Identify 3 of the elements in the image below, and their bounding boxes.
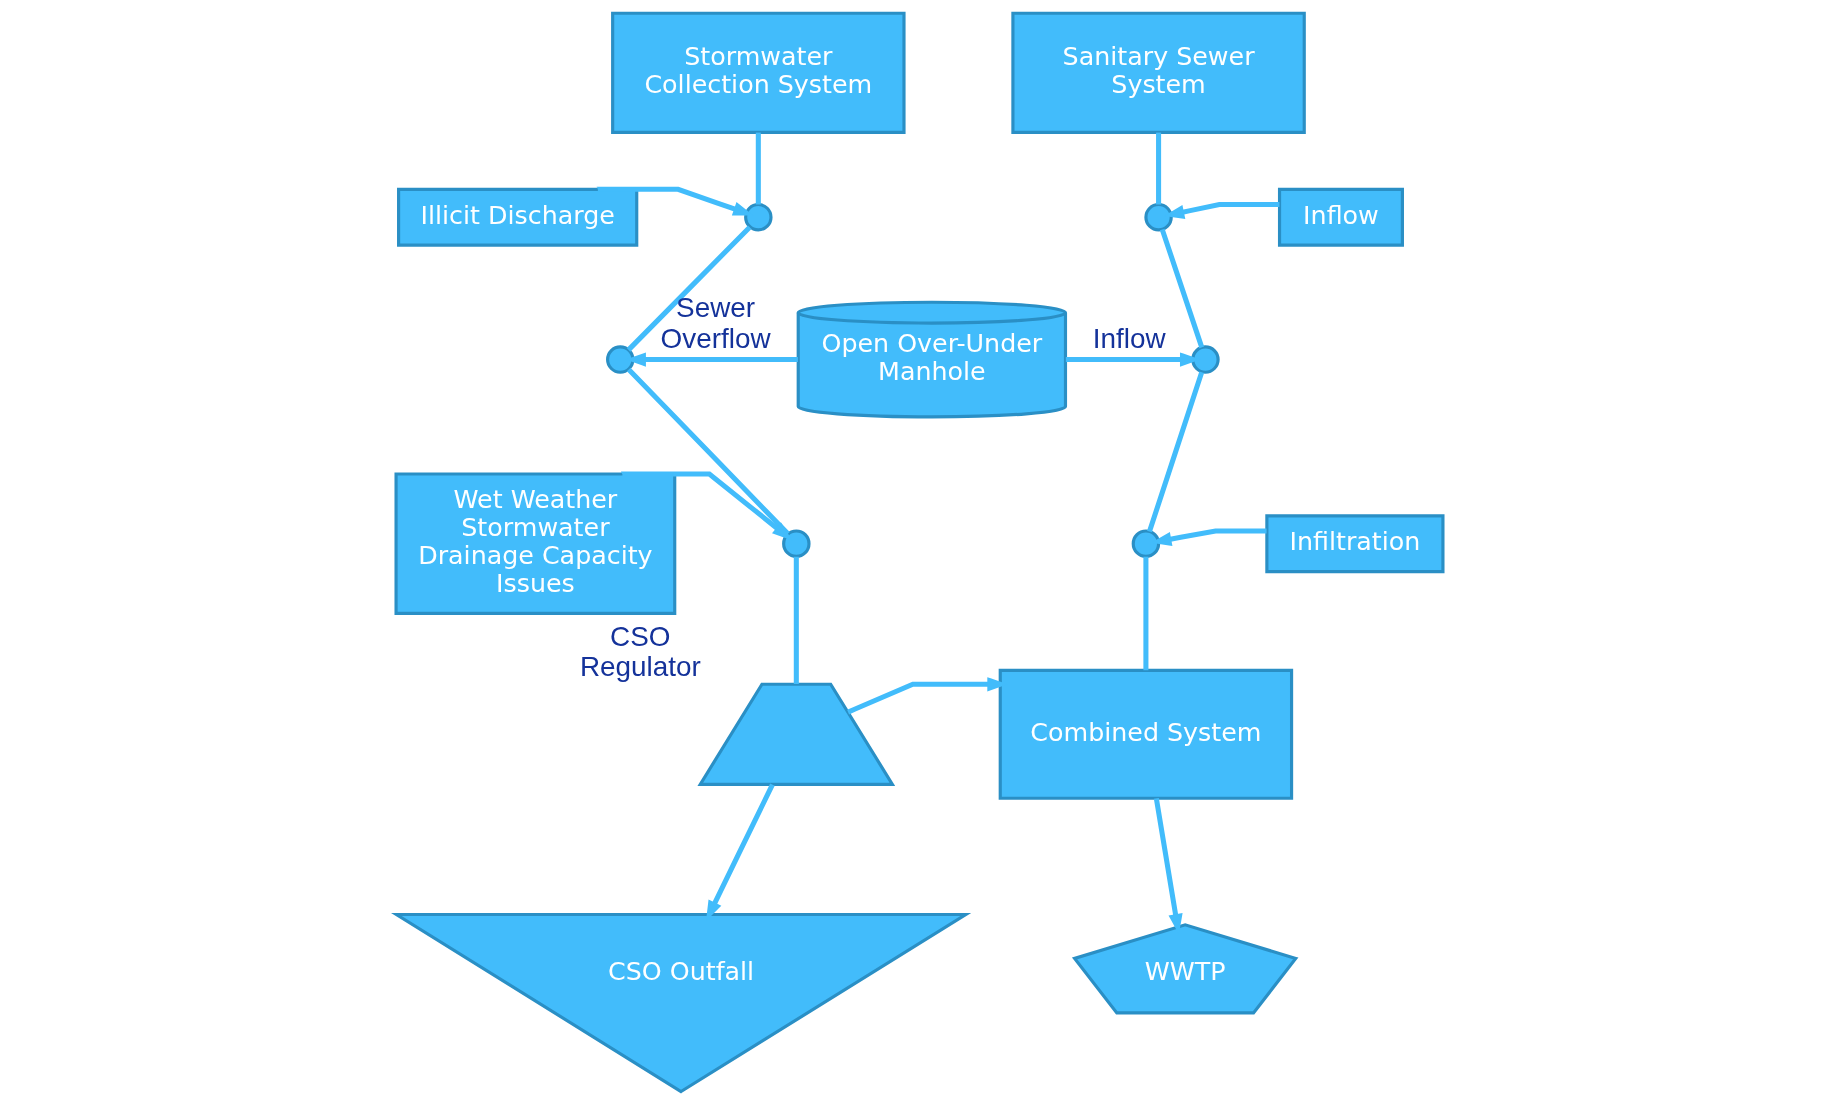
node-label: CSO Regulator: [579, 620, 701, 683]
edge-label: Sewer Overflow: [660, 292, 771, 354]
edge-label: Inflow: [1092, 322, 1166, 354]
